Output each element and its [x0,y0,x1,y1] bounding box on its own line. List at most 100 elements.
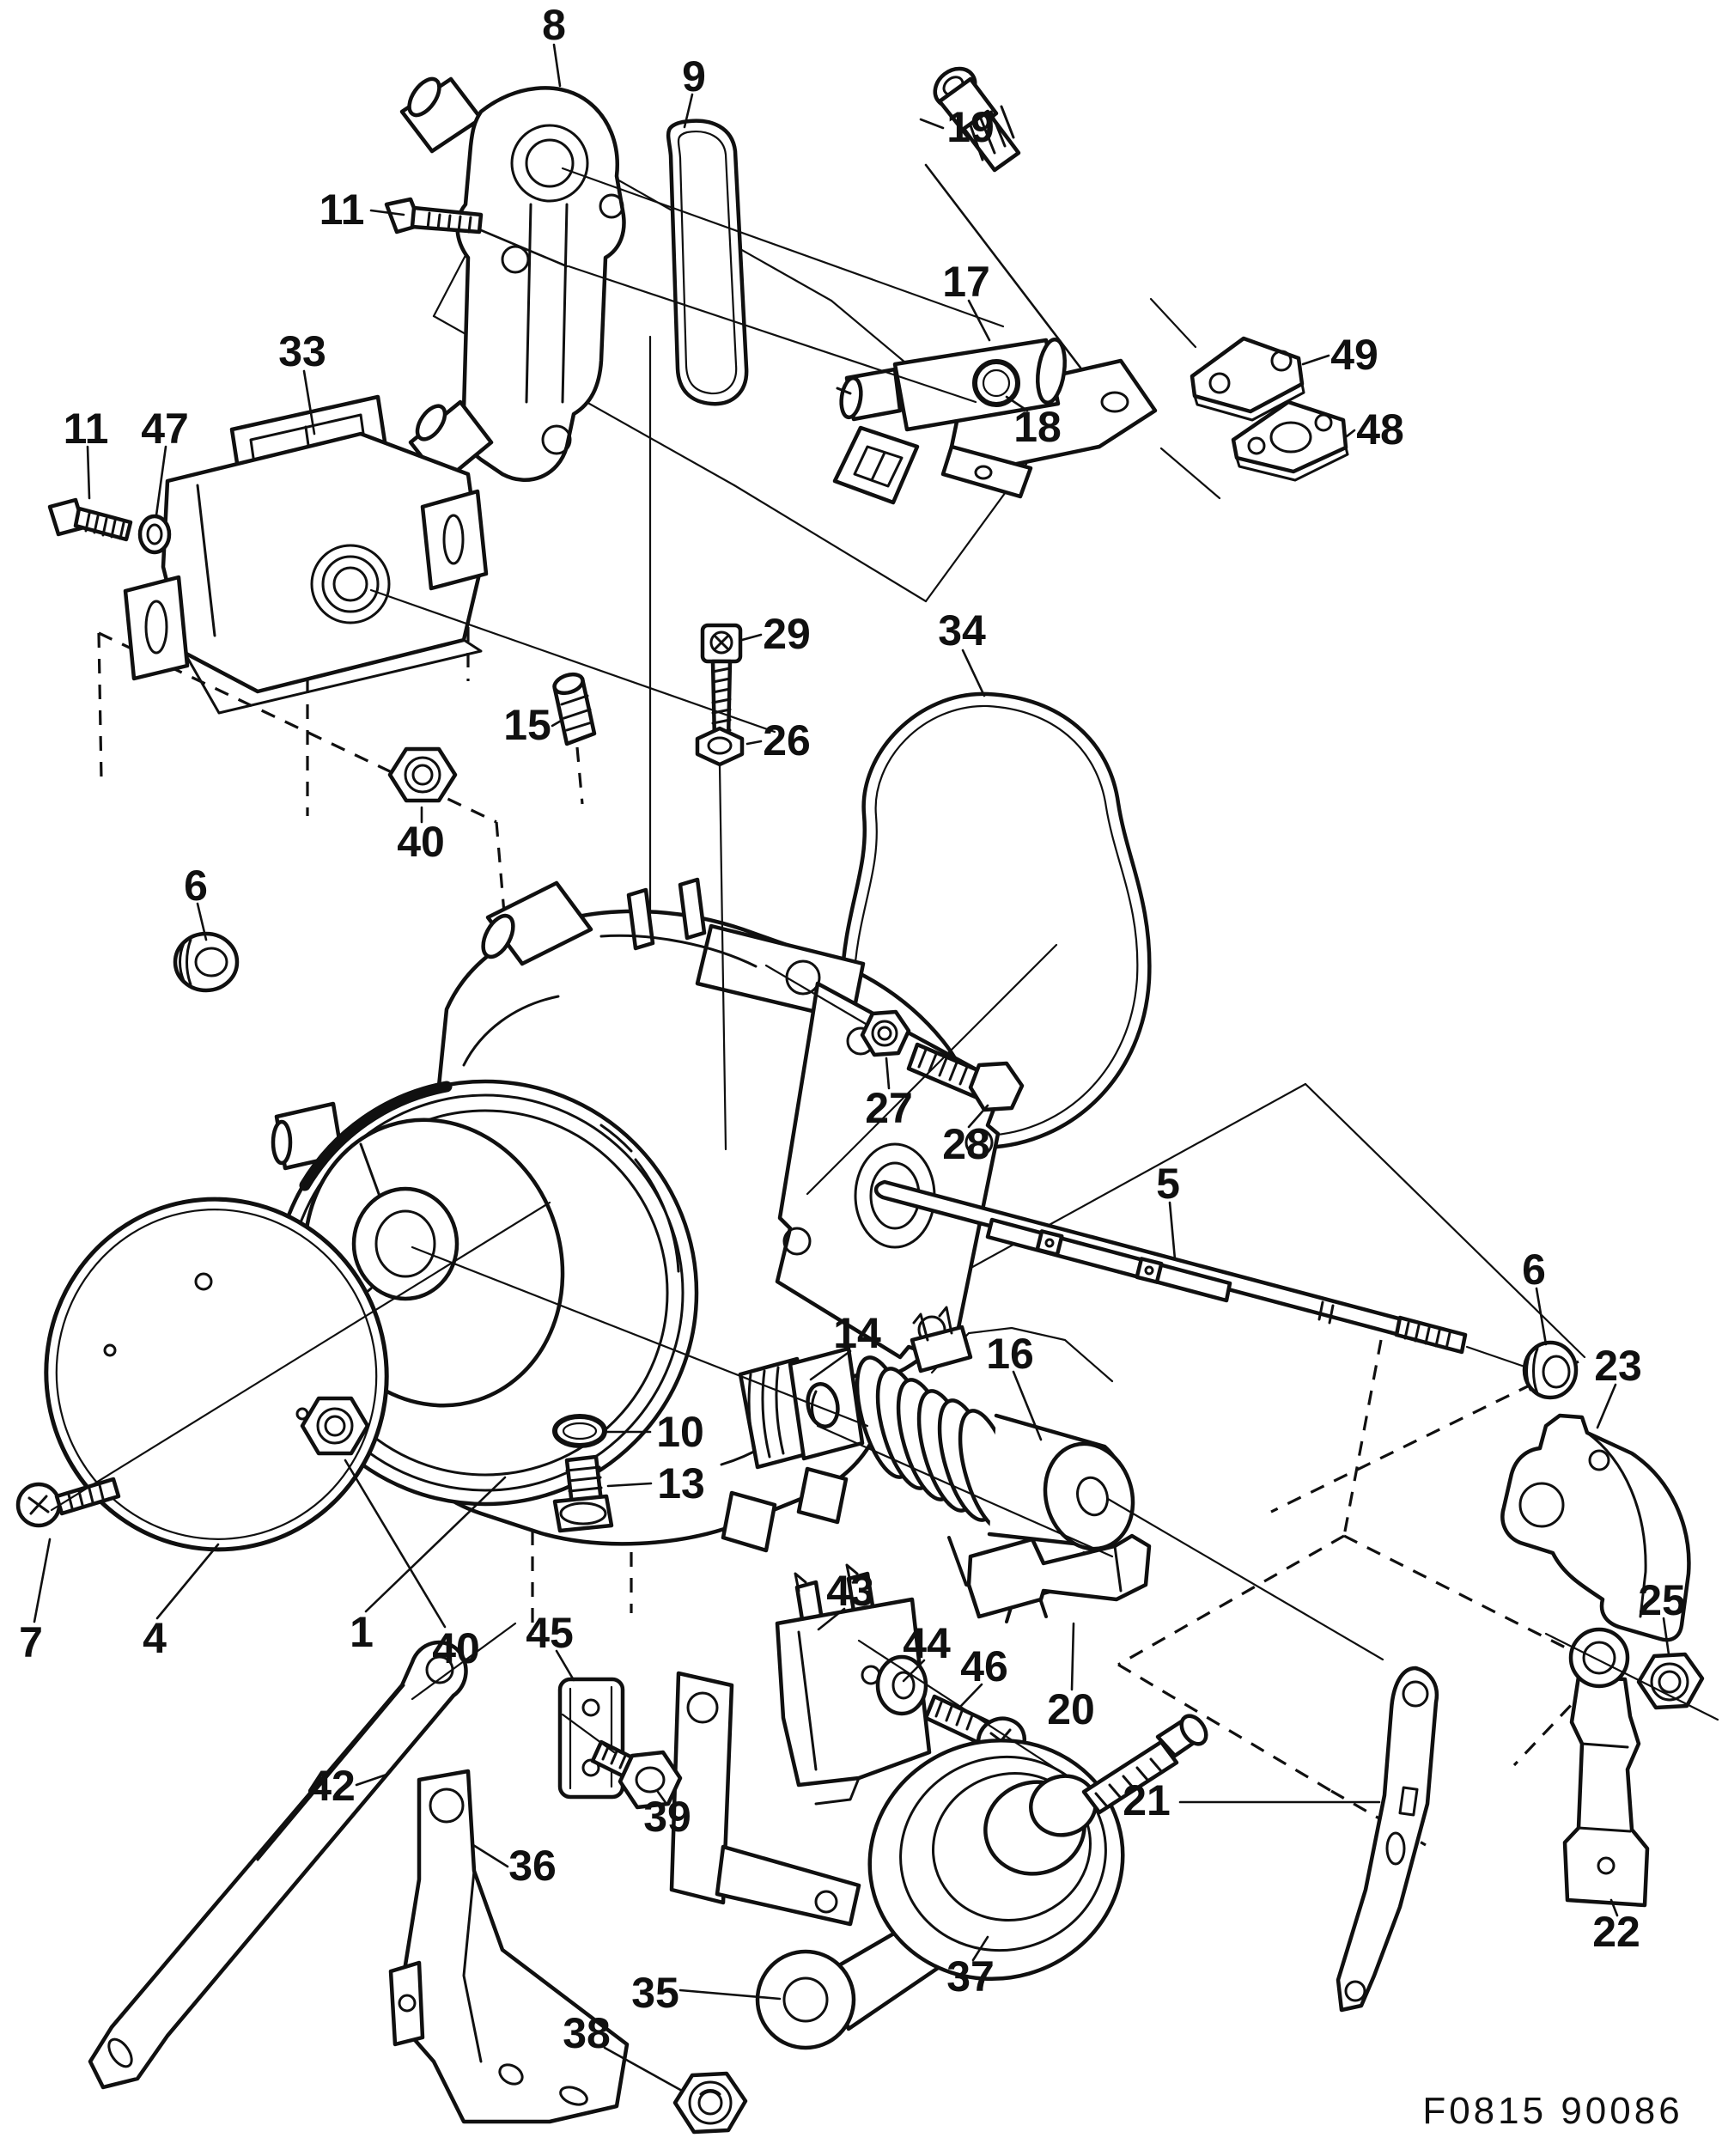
leader-line [1596,1383,1617,1429]
callout-22: 22 [1592,1908,1640,1956]
axis-line [561,167,1005,328]
leader-line [809,1349,852,1381]
leader-line [1301,354,1330,366]
callout-5: 5 [1156,1160,1180,1208]
part-10-o-ring [552,1414,607,1448]
part-49-cover-plate [1190,336,1305,422]
part-33-throttle-position-sensor [123,394,489,715]
callout-25: 25 [1638,1576,1686,1624]
leader-line [958,1683,983,1708]
leader-line [86,445,91,500]
callout-49: 49 [1330,331,1378,379]
part-11-bolt-left [47,497,133,542]
callout-42: 42 [307,1762,356,1810]
dashed-line [1117,1534,1345,1666]
axis-line [369,588,776,734]
part-29-screw [700,623,743,743]
axis-line [806,943,1058,1196]
part-6-grommet-right [1522,1340,1579,1400]
callout-48: 48 [1356,405,1404,454]
part-43-micro-switch [775,1563,932,1806]
part-16-dashpot [855,1306,1135,1623]
axis-line [411,1622,517,1701]
part-20-kick-lever [966,1533,1152,1619]
dashed-line [97,632,103,781]
plane-line [1149,297,1197,349]
callout-10: 10 [656,1408,704,1456]
leader-line [961,649,986,697]
part-14-plug-bushing [738,1346,865,1470]
part-9-gasket [666,119,749,406]
callout-46: 46 [960,1642,1008,1690]
leader-line [967,299,991,342]
part-27-nut [860,1009,911,1057]
callout-21: 21 [1123,1776,1171,1824]
callout-17: 17 [942,258,990,306]
dashed-line [1343,1534,1607,1670]
part-39-flange-bolt [590,1739,683,1810]
part-40-nut-upper [387,746,458,803]
callout-1: 1 [350,1608,374,1656]
part-48-gasket-plate [1231,399,1349,482]
plane-line [733,484,928,603]
callout-47: 47 [141,405,189,453]
leader-line [369,209,405,216]
leader-line [1662,1617,1670,1656]
dashed-line [1117,1663,1332,1793]
axis-line [816,1424,1114,1558]
callout-15: 15 [503,701,551,749]
callout-20: 20 [1047,1685,1095,1733]
axis-line [764,964,867,1026]
leader-line [551,718,564,728]
axis-line [1106,1497,1384,1661]
callout-37: 37 [946,1952,995,2001]
callout-23: 23 [1594,1342,1642,1390]
leader-line [1345,429,1356,438]
dashed-line [1342,1339,1383,1537]
part-13-plug [552,1454,614,1533]
callout-26: 26 [763,716,811,764]
callout-29: 29 [763,610,811,658]
leader-line [1070,1622,1075,1691]
part-25-lock-nut [1636,1652,1705,1710]
part-15-plug [552,672,597,746]
part-28-bolt [906,1042,1025,1112]
leader-line [155,445,167,517]
axis-line [50,1201,551,1512]
callout-6: 6 [184,862,208,910]
part-23-throttle-cam [1500,1413,1691,1642]
callout-4: 4 [143,1614,167,1662]
leader-line [919,118,945,130]
axis-line [567,265,977,404]
part-37-vacuum-capsule [867,1714,1208,1982]
part-36-bracket [388,1769,630,2124]
leader-line [155,1543,220,1620]
callout-35: 35 [631,1969,679,2017]
axis-line [1544,1632,1719,1721]
axis-line [857,1639,1067,1776]
leader-line [33,1538,52,1623]
callout-28: 28 [942,1120,990,1168]
leader-line [967,1104,989,1129]
plane-line [1304,1082,1586,1359]
leader-line [552,43,562,88]
callout-8: 8 [542,1,566,49]
part-19-screw [933,66,1021,173]
leader-line [1535,1287,1548,1346]
callout-11: 11 [319,186,365,234]
leader-line [924,163,1082,369]
part-8-coolant-flange [399,76,626,485]
leader-line [745,740,763,746]
callout-36: 36 [508,1842,557,1890]
callout-45: 45 [526,1609,574,1657]
callout-27: 27 [865,1084,913,1132]
callout-38: 38 [563,2009,611,2057]
part-38-nut [672,2071,748,2135]
callout-18: 18 [1013,403,1062,451]
leader-line [344,1459,447,1629]
leader-line [683,93,694,129]
part-42-lever-arm [88,1640,468,2090]
